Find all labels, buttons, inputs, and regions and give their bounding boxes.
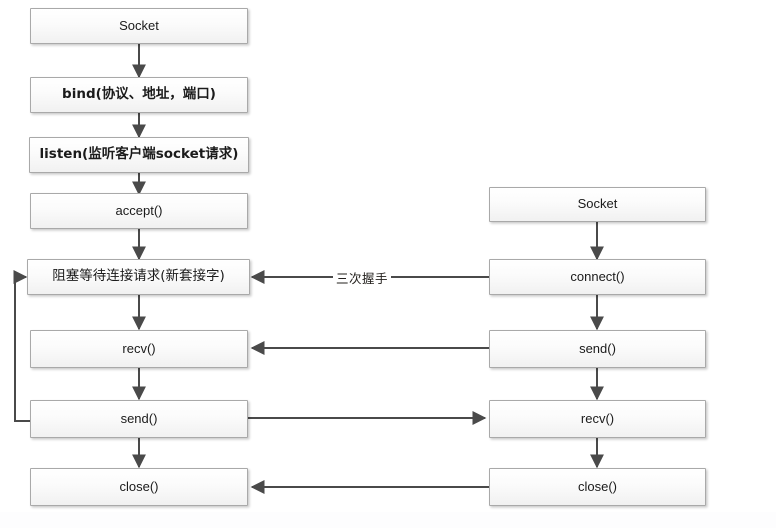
node-label: connect(): [570, 268, 625, 284]
node-label: recv(): [122, 340, 156, 356]
node-label: send(): [120, 410, 158, 426]
node-label: listen(监听客户端socket请求): [39, 146, 239, 163]
node-label: Socket: [577, 196, 618, 212]
node-srv-recv[interactable]: recv(): [30, 330, 248, 368]
node-label: recv(): [580, 410, 615, 426]
node-label: accept(): [115, 202, 163, 218]
edge-loop-send-to-block: [13, 270, 30, 422]
node-label: 阻塞等待连接请求(新套接字): [52, 268, 225, 285]
node-label: send(): [579, 340, 616, 356]
node-cli-connect[interactable]: connect(): [489, 259, 706, 295]
node-label: Socket: [119, 17, 159, 33]
node-label: close(): [577, 478, 617, 494]
node-srv-send[interactable]: send(): [30, 400, 248, 438]
bottom-strip: [0, 512, 776, 528]
node-label: close(): [119, 478, 159, 494]
node-srv-accept[interactable]: accept(): [30, 193, 248, 229]
node-cli-recv[interactable]: recv(): [489, 400, 706, 438]
node-cli-close[interactable]: close(): [489, 468, 706, 506]
node-srv-listen[interactable]: listen(监听客户端socket请求): [29, 137, 249, 173]
node-srv-block[interactable]: 阻塞等待连接请求(新套接字): [27, 259, 250, 295]
node-label: bind(协议、地址，端口): [62, 86, 216, 103]
node-srv-socket[interactable]: Socket: [30, 8, 248, 44]
node-cli-socket[interactable]: Socket: [489, 187, 706, 222]
edge-label-text: 三次握手: [336, 271, 389, 286]
node-srv-bind[interactable]: bind(协议、地址，端口): [30, 77, 248, 113]
node-cli-send[interactable]: send(): [489, 330, 706, 368]
node-srv-close[interactable]: close(): [30, 468, 248, 506]
edge-label-handshake: 三次握手: [333, 268, 392, 287]
